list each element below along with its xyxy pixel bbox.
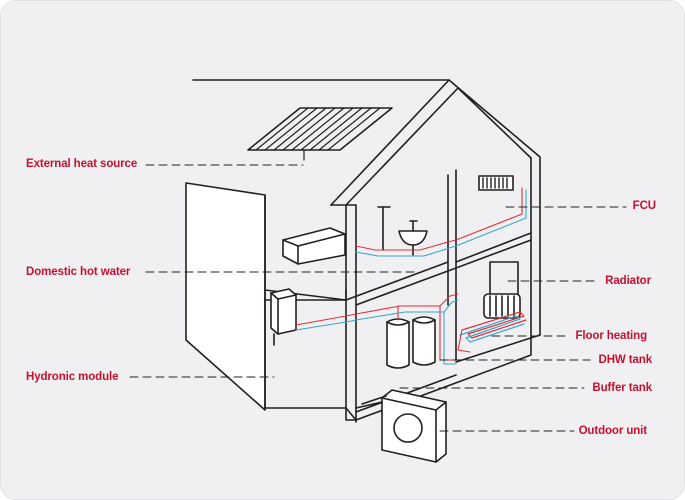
label-floor-heating: Floor heating: [575, 330, 647, 342]
floor-heating-coils: [459, 311, 527, 343]
outdoor-unit: [355, 389, 447, 463]
hot-pipes: [295, 187, 523, 361]
leader-lines: [129, 164, 627, 432]
label-fcu: FCU: [632, 200, 656, 212]
cold-pipes: [295, 189, 527, 365]
label-radiator: Radiator: [605, 275, 651, 287]
solar-collector: [247, 107, 393, 161]
label-buffer-tank: Buffer tank: [592, 382, 652, 394]
roof: [192, 79, 541, 206]
label-domestic-hot-water: Domestic hot water: [26, 266, 131, 278]
washbasin: [398, 220, 428, 256]
label-dhw-tank: DHW tank: [598, 354, 652, 366]
bathtub: [282, 227, 346, 265]
label-outdoor-unit: Outdoor unit: [578, 425, 648, 437]
house-frame: [264, 157, 541, 423]
dhw-tank-unit: [386, 316, 436, 369]
radiator-unit: [483, 293, 521, 319]
hydronic-module-unit: [270, 288, 297, 346]
label-external-heat-source: External heat source: [26, 158, 138, 170]
label-hydronic-module: Hydronic module: [26, 371, 119, 383]
fcu-unit: [478, 175, 514, 191]
shower: [377, 206, 391, 251]
